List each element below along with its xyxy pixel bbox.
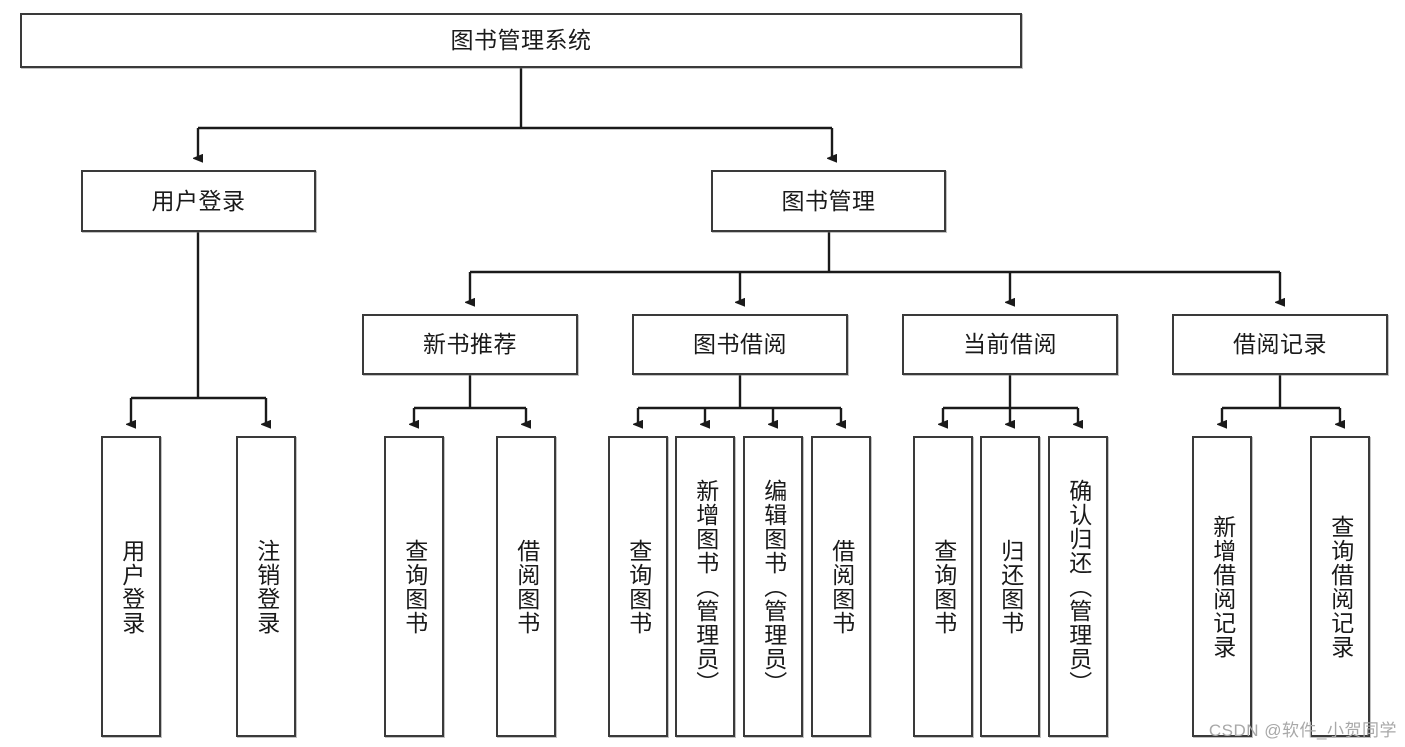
node-label: 新书推荐 [423, 331, 517, 357]
leaf-return-book[interactable]: 归还图书 [980, 436, 1040, 737]
node-label: 图书管理 [781, 187, 876, 214]
node-label: 新增图书（管理员） [692, 478, 719, 695]
leaf-query-book-borrow[interactable]: 查询图书 [608, 436, 668, 737]
node-book-manage[interactable]: 图书管理 [711, 170, 946, 232]
node-label: 确认归还（管理员） [1065, 478, 1092, 695]
node-label: 查询图书 [930, 538, 957, 635]
node-user-login[interactable]: 用户登录 [81, 170, 316, 232]
leaf-add-borrow-record[interactable]: 新增借阅记录 [1192, 436, 1252, 737]
node-label: 借阅图书 [828, 538, 855, 635]
node-current-borrow[interactable]: 当前借阅 [902, 314, 1118, 375]
node-label: 当前借阅 [963, 331, 1057, 357]
leaf-edit-book[interactable]: 编辑图书（管理员） [743, 436, 803, 737]
node-book-borrow[interactable]: 图书借阅 [632, 314, 848, 375]
watermark-text: CSDN @软件_小贺同学 [1208, 721, 1397, 740]
node-label: 归还图书 [997, 538, 1024, 635]
node-label: 查询借阅记录 [1327, 514, 1354, 659]
leaf-borrow-book-new-rec[interactable]: 借阅图书 [496, 436, 556, 737]
node-label: 用户登录 [151, 187, 246, 214]
leaf-user-logout[interactable]: 注销登录 [236, 436, 296, 737]
node-new-book-rec[interactable]: 新书推荐 [362, 314, 578, 375]
node-label: 编辑图书（管理员） [760, 478, 787, 695]
leaf-query-borrow-record[interactable]: 查询借阅记录 [1310, 436, 1370, 737]
leaf-query-book-current[interactable]: 查询图书 [913, 436, 973, 737]
node-borrow-record[interactable]: 借阅记录 [1172, 314, 1388, 375]
node-label: 图书管理系统 [450, 27, 592, 53]
node-label: 新增借阅记录 [1209, 514, 1236, 659]
node-label: 图书借阅 [693, 331, 787, 357]
node-label: 借阅图书 [513, 538, 540, 635]
leaf-borrow-book-borrow[interactable]: 借阅图书 [811, 436, 871, 737]
node-label: 借阅记录 [1233, 331, 1327, 357]
node-label: 查询图书 [625, 538, 652, 635]
node-label: 用户登录 [118, 538, 145, 635]
leaf-user-login[interactable]: 用户登录 [101, 436, 161, 737]
leaf-add-book[interactable]: 新增图书（管理员） [675, 436, 735, 737]
leaf-query-book-new-rec[interactable]: 查询图书 [384, 436, 444, 737]
node-label: 注销登录 [253, 538, 280, 635]
node-label: 查询图书 [401, 538, 428, 635]
node-root-system[interactable]: 图书管理系统 [20, 13, 1022, 68]
leaf-confirm-return[interactable]: 确认归还（管理员） [1048, 436, 1108, 737]
